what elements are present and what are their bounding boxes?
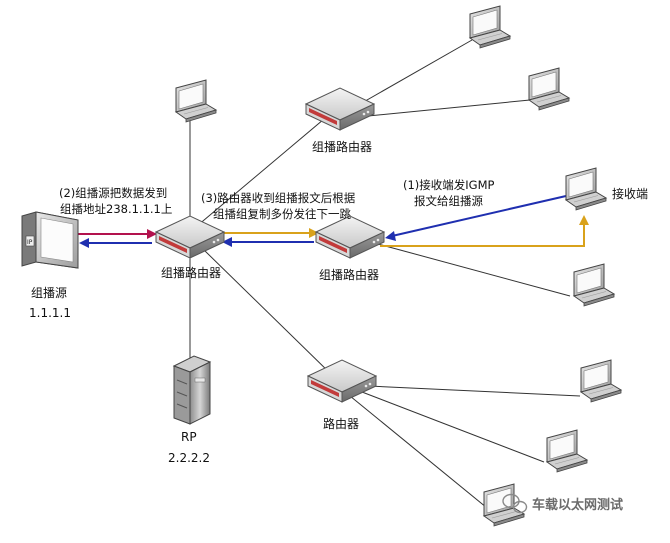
mid-router-label: 组播路由器 [319,267,379,282]
link-bottom-router-to-laptop-6 [361,391,545,463]
link-mid-router-to-laptop-4 [377,243,571,297]
step1-annotation-line1: (1)接收端发IGMP [403,178,495,192]
bottom-router-icon [307,359,377,403]
link-top-router-to-laptop-2 [367,99,531,117]
rp-ip-label: 2.2.2.2 [168,451,210,465]
link-bottom-router-to-laptop-7 [349,395,493,513]
igmp-arrowhead-center [222,237,232,247]
rp-server-icon [172,355,212,425]
watermark: 车载以太网测试 [502,493,623,514]
link-top-router-to-laptop-1 [359,39,473,105]
laptop-icon [469,5,511,49]
rp-name-label: RP [181,430,197,444]
source-data-arrowhead [147,229,157,239]
center-router-icon [155,215,225,259]
laptop-icon [528,67,570,111]
forward-arrowhead-mid [309,228,319,238]
forward-arrow-to-receiver [380,223,585,247]
bottom-router-label: 路由器 [323,416,359,431]
source-screen-label: IP [27,239,33,246]
link-center-to-bottom-router [203,249,334,377]
igmp-arrowhead-source [79,238,89,248]
step2-annotation-line1: (2)组播源把数据发到 [59,186,167,200]
step3-annotation-line1: (3)路由器收到组播报文后根据 [201,191,356,205]
receiver-label: 接收端 [612,186,648,201]
laptop-icon [573,263,615,307]
receiver-laptop-icon [565,167,607,211]
center-router-label: 组播路由器 [161,265,221,280]
step3-annotation-line2: 组播组复制多份发往下一跳 [213,207,351,221]
igmp-arrowhead-receiver [385,231,396,241]
source-name-label: 组播源 [31,286,67,300]
laptop-icon [175,79,217,123]
mid-router-icon [315,215,385,259]
link-center-to-top-router [196,113,331,227]
links [189,39,581,513]
laptop-icon [546,429,588,473]
top-router-icon [305,87,375,131]
flow-arrows [78,195,589,248]
watermark-text: 车载以太网测试 [532,497,623,513]
forward-arrowhead-receiver [579,215,589,225]
step2-annotation-line2: 组播地址238.1.1.1上 [60,202,172,216]
laptop-icon [580,359,622,403]
igmp-arrow-receiver [391,195,567,237]
step1-annotation-line2: 报文给组播源 [414,194,483,208]
link-bottom-router-to-laptop-5 [367,385,581,397]
source-ip-label: 1.1.1.1 [29,306,71,320]
multicast-source-icon: IP [21,211,79,269]
top-router-label: 组播路由器 [312,139,372,154]
wechat-icon [502,493,528,514]
